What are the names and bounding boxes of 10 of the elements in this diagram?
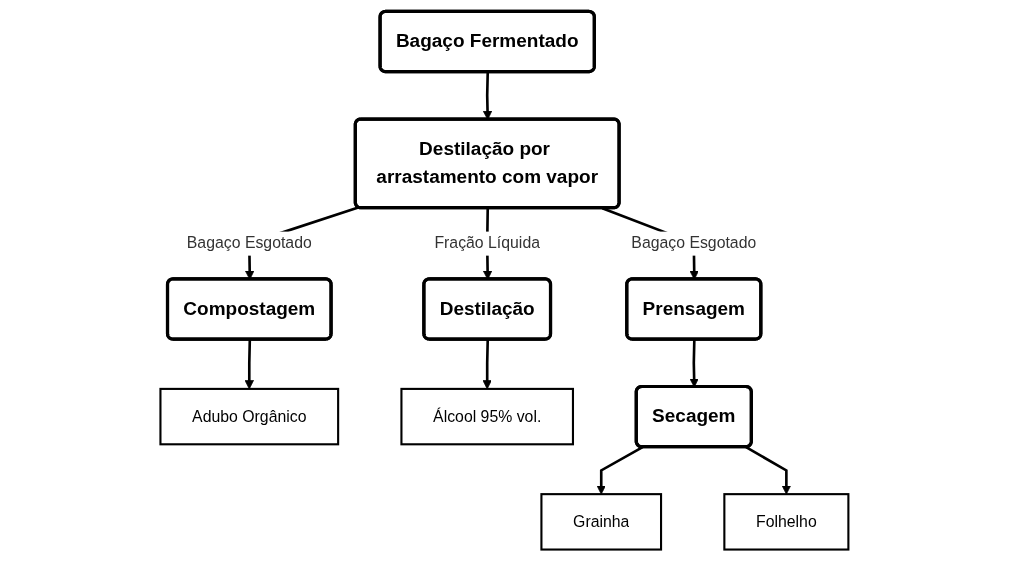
node-box: Álcool 95% vol. <box>400 387 575 446</box>
arrow <box>596 446 644 495</box>
edge-label: Bagaço Esgotado <box>186 233 312 252</box>
edge-label: Bagaço Esgotado <box>631 233 757 252</box>
edge-label: Fração Líquida <box>434 233 541 252</box>
node-box: Adubo Orgânico <box>159 387 340 446</box>
node-box: Grainha <box>540 493 663 551</box>
arrow <box>483 72 493 120</box>
node-box: Folhelho <box>723 493 850 551</box>
arrow <box>745 446 792 495</box>
